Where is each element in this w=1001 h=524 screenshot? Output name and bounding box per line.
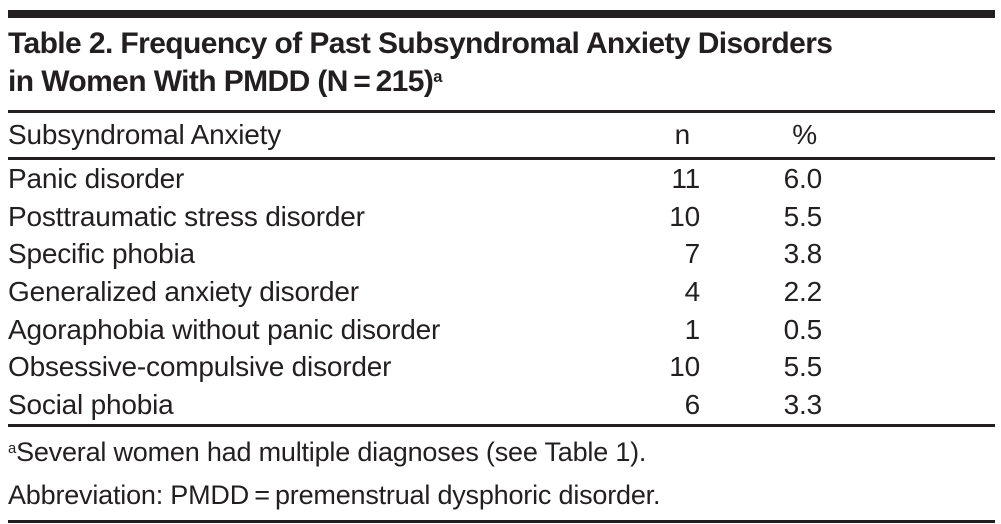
cell-n: 6 xyxy=(684,388,701,420)
table-title-line2: in Women With PMDD (N = 215)a xyxy=(8,63,995,105)
column-header-percent: % xyxy=(792,119,817,150)
cell-percent: 3.3 xyxy=(783,388,823,420)
cell-percent: 5.5 xyxy=(783,351,823,383)
cell-n: 1 xyxy=(684,313,701,345)
cell-disorder: Panic disorder xyxy=(8,162,185,194)
table-row: Social phobia 6 3.3 xyxy=(8,386,995,424)
cell-disorder: Obsessive-compulsive disorder xyxy=(8,351,392,383)
footnote-1: aSeveral women had multiple diagnoses (s… xyxy=(8,433,995,476)
cell-percent: 5.5 xyxy=(783,200,823,232)
body-rule xyxy=(8,423,995,427)
table-row: Specific phobia 7 3.8 xyxy=(8,235,995,273)
footnote-2: Abbreviation: PMDD = premenstrual dyspho… xyxy=(8,479,661,510)
title-rule xyxy=(8,110,995,113)
table-row: Obsessive-compulsive disorder 10 5.5 xyxy=(8,348,995,386)
table-row: Generalized anxiety disorder 4 2.2 xyxy=(8,273,995,311)
cell-n: 10 xyxy=(669,351,700,383)
cell-disorder: Specific phobia xyxy=(8,238,195,270)
cell-n: 11 xyxy=(671,162,700,194)
cell-n: 7 xyxy=(684,238,701,270)
cell-disorder: Social phobia xyxy=(8,388,174,420)
cell-percent: 0.5 xyxy=(783,313,823,345)
table-footnotes: aSeveral women had multiple diagnoses (s… xyxy=(8,433,995,514)
header-rule xyxy=(8,157,995,160)
table-body: Panic disorder 11 6.0 Posttraumatic stre… xyxy=(8,160,995,424)
table-row: Panic disorder 11 6.0 xyxy=(8,160,995,198)
column-header-subsyndromal-anxiety: Subsyndromal Anxiety xyxy=(8,119,282,150)
cell-disorder: Agoraphobia without panic disorder xyxy=(8,313,441,345)
table-title-line2-text: in Women With PMDD (N = 215) xyxy=(8,65,434,98)
cell-percent: 3.8 xyxy=(783,238,823,270)
cell-percent: 6.0 xyxy=(783,162,823,194)
table-title-line1: Table 2. Frequency of Past Subsyndromal … xyxy=(8,27,833,60)
footnote-marker: a xyxy=(8,440,17,457)
table-title: Table 2. Frequency of Past Subsyndromal … xyxy=(8,25,995,105)
table-row: Agoraphobia without panic disorder 1 0.5 xyxy=(8,311,995,349)
title-footnote-marker: a xyxy=(433,67,442,86)
cell-n: 10 xyxy=(669,200,700,232)
cell-n: 4 xyxy=(684,275,701,307)
cell-disorder: Generalized anxiety disorder xyxy=(8,275,359,307)
top-rule-thick xyxy=(8,10,995,18)
table-row: Posttraumatic stress disorder 10 5.5 xyxy=(8,198,995,236)
cell-disorder: Posttraumatic stress disorder xyxy=(8,200,365,232)
bottom-rule xyxy=(8,519,995,523)
column-header-n: n xyxy=(674,119,691,150)
cell-percent: 2.2 xyxy=(783,275,823,307)
footnote-1-text: Several women had multiple diagnoses (se… xyxy=(16,436,647,467)
table-header-row: Subsyndromal Anxiety n % xyxy=(8,113,995,157)
